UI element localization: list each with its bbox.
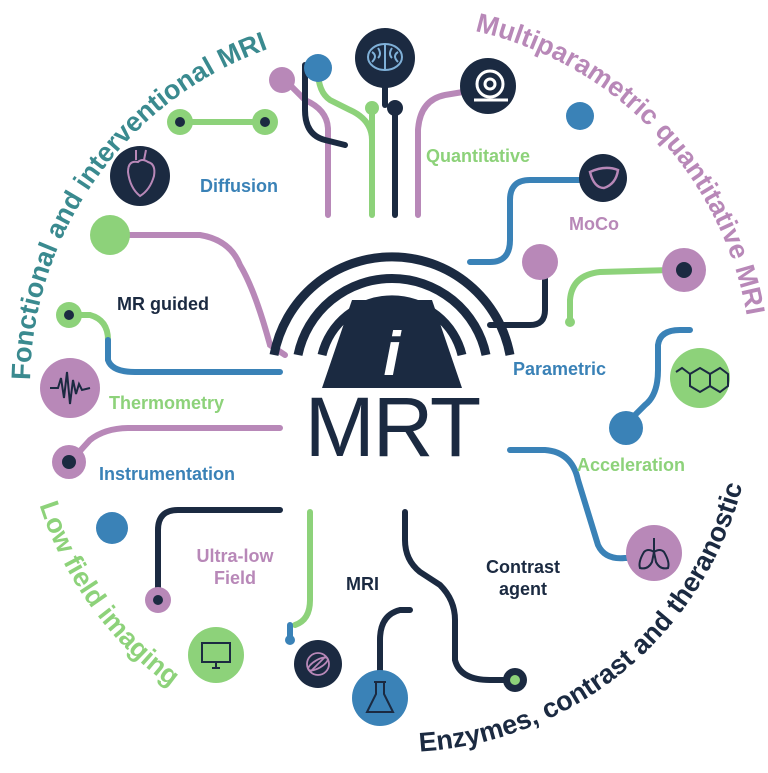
trace-left-navy [155, 507, 283, 601]
trace-left-purple [112, 232, 288, 358]
monitor-icon [201, 642, 231, 669]
label-ultra-low-field: Ultra-low Field [180, 545, 290, 589]
logo-trapezoid [322, 300, 462, 388]
label-ultra-low-line2: Field [213, 568, 256, 588]
trace-bottom-navy-2 [377, 607, 413, 673]
mri-scanner-icon [474, 69, 508, 102]
molecule-node [670, 348, 730, 408]
label-contrast-agent: Contrast agent [468, 556, 578, 600]
label-diffusion: Diffusion [200, 176, 278, 196]
signal-wave-icon [50, 371, 91, 405]
label-mr-guided: MR guided [117, 294, 209, 314]
trace-left-blue [105, 337, 283, 375]
liver-icon [588, 166, 620, 190]
trace-top-purple-l [287, 82, 331, 218]
signal-arcs [269, 252, 515, 357]
circuit-traces [67, 57, 693, 683]
label-thermometry: Thermometry [109, 393, 225, 413]
heart-icon [126, 149, 156, 198]
trace-top-green-2 [315, 67, 375, 143]
liver-node [579, 154, 627, 202]
trace-left-green-2 [67, 312, 111, 343]
label-instrumentation: Instrumentation [99, 464, 236, 484]
brain-icon [367, 43, 403, 71]
ring-title-bottom-right: Enzymes, contrast and theranostic [418, 479, 749, 758]
trace-bottom-green [292, 509, 313, 628]
label-contrast-line1: Contrast [485, 557, 560, 577]
molecule-icon [675, 366, 729, 394]
trace-right-blue-2 [622, 327, 693, 428]
monitor-node [188, 627, 244, 683]
heart-node [110, 146, 170, 206]
center-title: MRT [304, 380, 481, 474]
trace-top-purple-r [415, 87, 478, 218]
label-moco: MoCo [569, 214, 619, 234]
lungs-icon [638, 538, 670, 570]
label-ultra-low-line1: Ultra-low [196, 546, 274, 566]
sphere-icon [306, 652, 330, 676]
flask-icon [365, 681, 395, 713]
trace-right-blue-3 [507, 447, 643, 562]
trace-left-purple-2 [67, 425, 283, 465]
label-acceleration: Acceleration [577, 455, 686, 475]
label-quantitative: Quantitative [426, 146, 531, 166]
label-parametric: Parametric [513, 359, 607, 379]
trace-right-green [567, 267, 675, 323]
logo-letter: i [383, 320, 402, 389]
scanner-node [460, 58, 516, 114]
flask-node [352, 670, 408, 726]
trace-right-blue [467, 177, 603, 265]
label-contrast-line2: agent [498, 579, 547, 599]
trace-right-navy [487, 259, 548, 328]
signal-node [40, 358, 100, 418]
label-mri: MRI [346, 574, 379, 594]
trace-bottom-navy [402, 509, 515, 683]
trace-top-navy-l [302, 62, 348, 148]
